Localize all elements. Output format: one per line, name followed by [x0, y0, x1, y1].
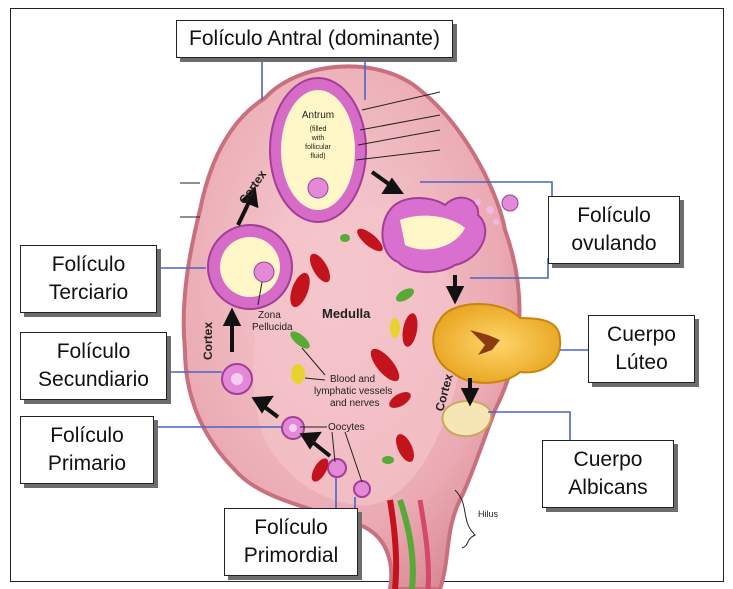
cortex-label-top: Cortex [236, 167, 269, 206]
callout-corpus-albicans: Cuerpo Albicans [542, 440, 674, 508]
svg-text:fluid): fluid) [310, 153, 325, 160]
svg-text:lymphatic vessels: lymphatic vessels [314, 386, 392, 397]
antrum-label: Antrum [302, 110, 334, 121]
callout-tertiary-follicle: Folículo Terciario [20, 245, 157, 313]
svg-text:with: with [311, 135, 325, 142]
zona-pellucida-label: Zona [258, 310, 281, 321]
callout-primary-follicle: Folículo Primario [20, 416, 154, 484]
svg-text:and nerves: and nerves [330, 398, 379, 409]
svg-text:follicular: follicular [305, 144, 331, 151]
svg-text:(filled: (filled [310, 126, 327, 133]
hilus-label: Hilus [478, 509, 499, 519]
svg-text:Pellucida: Pellucida [252, 322, 293, 333]
medulla-label: Medulla [322, 306, 371, 321]
oocytes-label: Oocytes [328, 422, 365, 433]
callout-ovulating-follicle: Folículo ovulando [548, 196, 680, 264]
cortex-label-right: Cortex [432, 372, 455, 413]
callout-antral-follicle: Folículo Antral (dominante) [176, 20, 453, 58]
vessels-label: Blood and [330, 374, 375, 385]
callout-corpus-luteum: Cuerpo Lúteo [588, 315, 695, 383]
callout-secondary-follicle: Folículo Secundiario [20, 332, 167, 400]
cortex-label-left: Cortex [201, 322, 215, 360]
callout-primordial-follicle: Folículo Primordial [224, 508, 358, 576]
